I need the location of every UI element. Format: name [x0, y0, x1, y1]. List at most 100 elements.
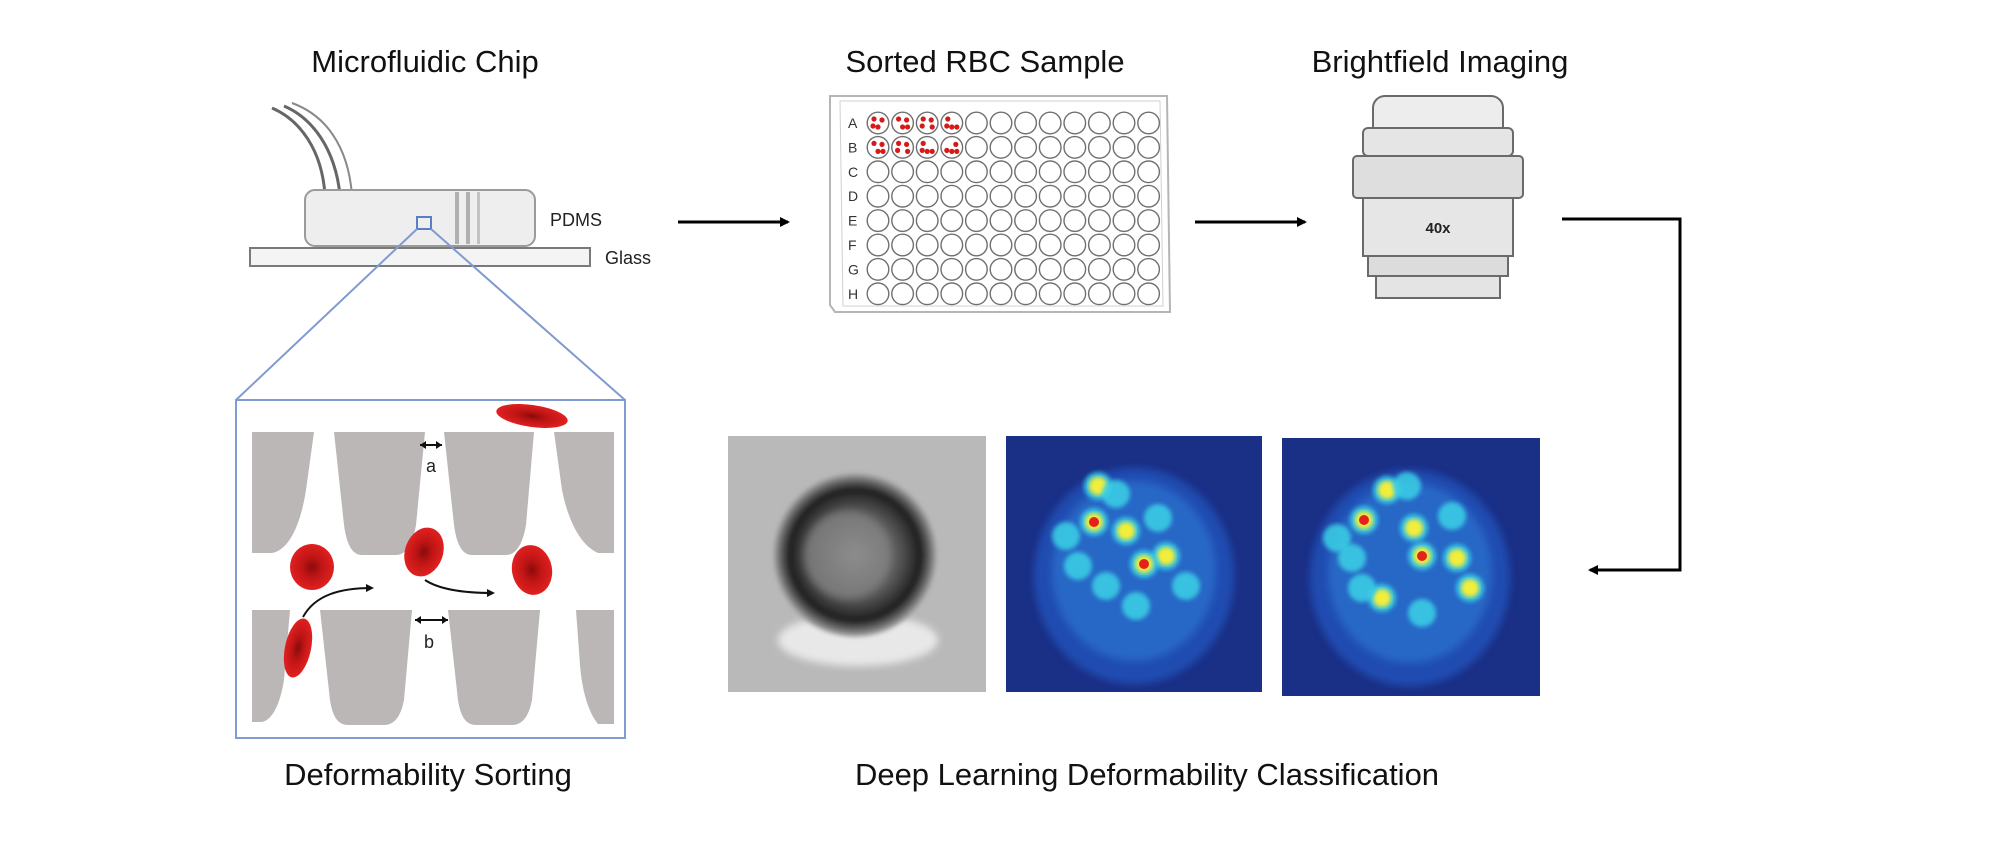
- plate-well: [1112, 257, 1136, 281]
- objective-grip: [1352, 155, 1524, 199]
- plate-row-label: F: [848, 237, 857, 253]
- pillar: [576, 610, 614, 724]
- plate-row-label: G: [848, 261, 859, 277]
- plate-well: [1038, 184, 1062, 208]
- heatmap-cell-core: [1328, 483, 1492, 663]
- plate-row-label: A: [848, 115, 858, 131]
- plate-well: [964, 160, 988, 184]
- heatmap-2-blobs: [1310, 470, 1510, 686]
- objective-magnification: 40x: [1425, 220, 1451, 237]
- red-blood-cell: [496, 404, 568, 428]
- plate-well: [891, 282, 915, 306]
- plate-well: [989, 282, 1013, 306]
- heatmap-spot-cyan: [1408, 599, 1436, 627]
- plate-well: [1137, 257, 1161, 281]
- heatmap-spot-yellow: [1461, 579, 1479, 597]
- plate-rbc-dot: [929, 148, 935, 154]
- plate-well: [1112, 111, 1136, 135]
- plate-well: [1038, 233, 1062, 257]
- plate-well: [915, 135, 939, 159]
- plate-well: [989, 135, 1013, 159]
- plate-well: [964, 135, 988, 159]
- label-gap-b: b: [424, 632, 434, 652]
- objective-lens-tip: [1375, 275, 1501, 299]
- heatmap-spot-cyan: [1348, 574, 1376, 602]
- saliency-heatmap-1: [1006, 436, 1262, 692]
- plate-well: [891, 184, 915, 208]
- arrow-imaging-to-classification: [1562, 217, 1682, 575]
- plate-rbc-dot: [929, 124, 935, 130]
- plate-rbc-dot: [919, 147, 925, 153]
- plate-well: [866, 184, 890, 208]
- pillar: [448, 610, 540, 725]
- microfluidic-chip-illustration: PDMS Glass: [249, 102, 651, 268]
- plate-well: [940, 233, 964, 257]
- plate-well: [1137, 135, 1161, 159]
- heatmap-1-blobs: [1034, 468, 1234, 684]
- pdms-channel-line: [477, 192, 480, 244]
- plate-rbc-dot: [871, 116, 877, 122]
- heatmap-spot-cyan: [1338, 544, 1366, 572]
- plate-rbc-dot: [904, 117, 910, 123]
- plate-row-label: D: [848, 188, 858, 204]
- plate-well: [866, 111, 890, 135]
- plate-well: [1063, 209, 1087, 233]
- plate-rbc-dot: [871, 140, 877, 146]
- plate-well: [1137, 209, 1161, 233]
- plate-well: [940, 160, 964, 184]
- plate-well: [940, 111, 964, 135]
- plate-well: [989, 257, 1013, 281]
- plate-well: [1063, 184, 1087, 208]
- plate-well: [1014, 111, 1038, 135]
- plate-rbc-dot: [944, 147, 950, 153]
- plate-rbc-dot: [920, 140, 926, 146]
- label-pdms: PDMS: [550, 210, 602, 230]
- plate-well: [1038, 111, 1062, 135]
- plate-well: [989, 111, 1013, 135]
- plate-well: [891, 233, 915, 257]
- pillar: [554, 432, 614, 553]
- plate-well: [891, 160, 915, 184]
- plate-well: [940, 209, 964, 233]
- plate-rbc-dot: [949, 124, 955, 130]
- plate-well: [1038, 135, 1062, 159]
- plate-well: [866, 257, 890, 281]
- glass-slide: [249, 247, 591, 267]
- heatmap-spot-cyan: [1393, 472, 1421, 500]
- plate-well: [989, 233, 1013, 257]
- plate-well: [1063, 111, 1087, 135]
- heatmap-spot-cyan: [1122, 592, 1150, 620]
- plate-rbc-dot: [900, 124, 906, 130]
- plate-rbc-dot: [905, 148, 911, 154]
- heatmap-spot-cyan: [1438, 502, 1466, 530]
- plate-rbc-dot: [920, 116, 926, 122]
- red-blood-cell: [511, 545, 553, 595]
- pdms-channel-line: [466, 192, 470, 244]
- plate-well: [1087, 160, 1111, 184]
- heatmap-spot-cyan: [1064, 552, 1092, 580]
- plate-well: [915, 233, 939, 257]
- plate-well: [964, 282, 988, 306]
- plate-well: [964, 257, 988, 281]
- plate-well: [989, 209, 1013, 233]
- plate-well: [915, 111, 939, 135]
- plate-well: [1112, 135, 1136, 159]
- plate-well: [891, 257, 915, 281]
- heatmap-spot-yellow: [1117, 522, 1135, 540]
- plate-rbc-dot: [919, 123, 925, 129]
- plate-well: [915, 184, 939, 208]
- plate-well: [1014, 184, 1038, 208]
- flow-trajectory-arrow: [424, 579, 495, 597]
- heatmap-spot-yellow: [1448, 549, 1466, 567]
- saliency-heatmap-2: [1282, 438, 1540, 696]
- plate-rbc-dot: [928, 117, 934, 123]
- plate-rbc-dot: [879, 117, 885, 123]
- plate-well: [1014, 233, 1038, 257]
- plate-well: [866, 233, 890, 257]
- plate-well: [940, 257, 964, 281]
- pillar: [252, 610, 290, 722]
- plate-well: [1137, 233, 1161, 257]
- zoom-line-right: [430, 228, 626, 401]
- heatmap-spot-yellow: [1378, 481, 1396, 499]
- plate-well: [1112, 160, 1136, 184]
